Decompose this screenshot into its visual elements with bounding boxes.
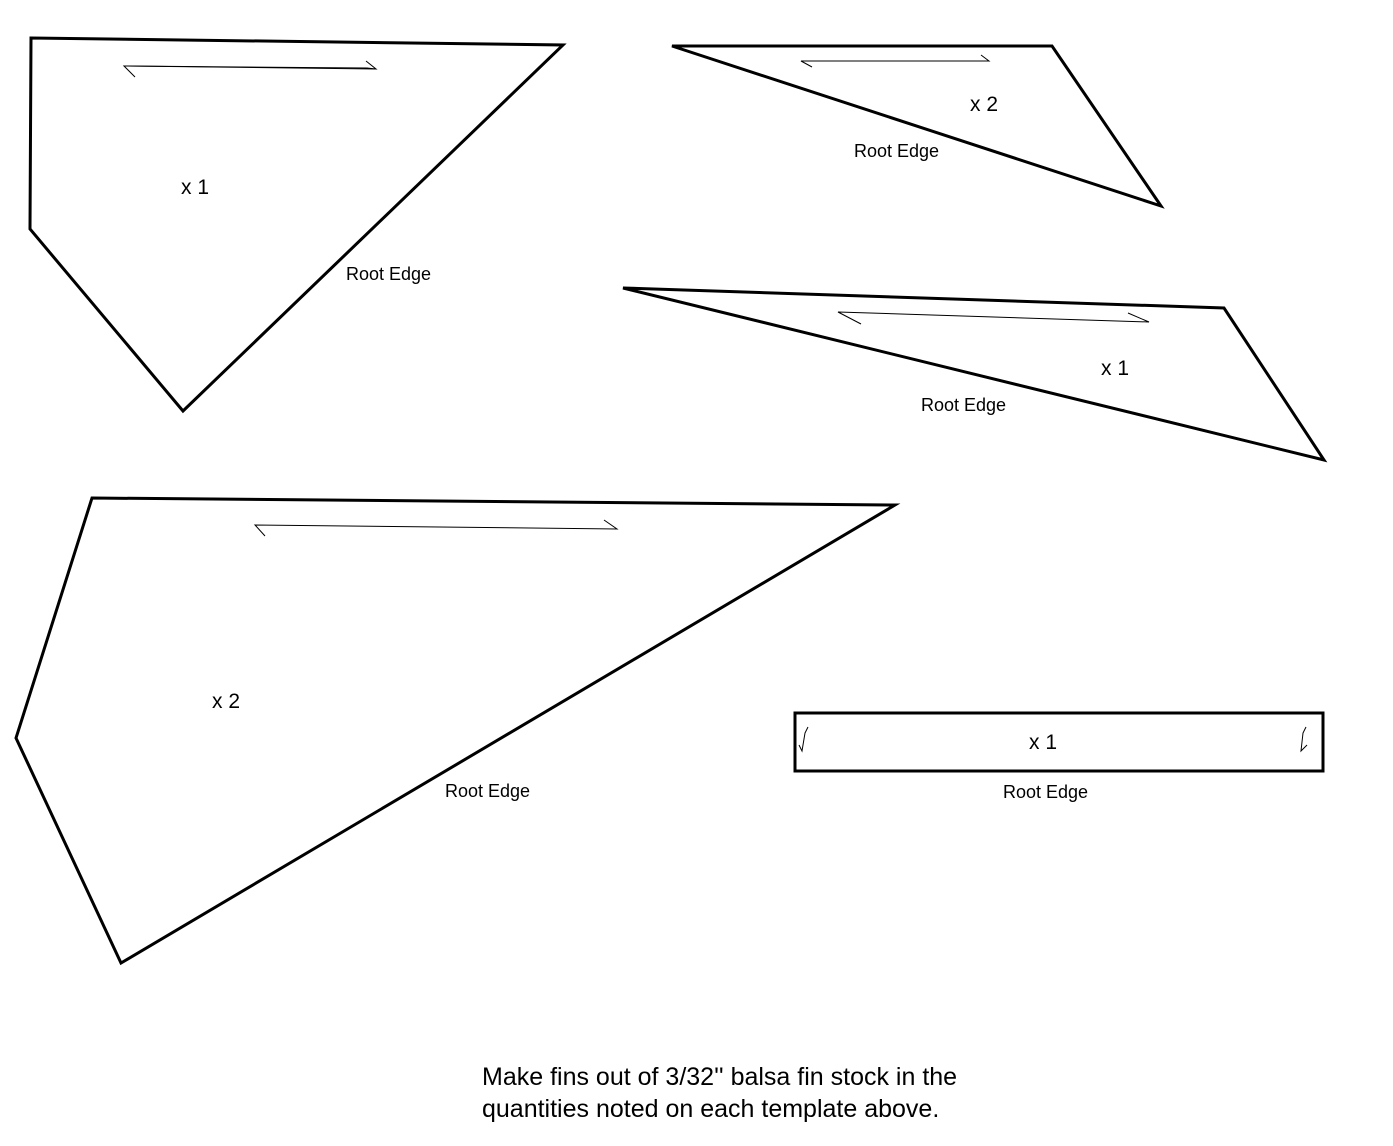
instructions-line-1: Make fins out of 3/32'' balsa fin stock …	[482, 1063, 958, 1091]
fin-d-quantity: x 2	[212, 690, 241, 713]
instructions-note: Make fins out of 3/32'' balsa fin stock …	[482, 1061, 957, 1125]
fin-a-root-edge-label: Root Edge	[346, 264, 432, 284]
fin-template-c-outline	[622, 286, 1328, 463]
fin-c-quantity: x 1	[1101, 357, 1130, 380]
fin-b-root-edge-label: Root Edge	[854, 141, 940, 161]
fin-template-a-grain-arrow	[122, 60, 378, 78]
fin-a-quantity: x 1	[181, 176, 210, 199]
fin-template-b-grain-arrow	[800, 54, 991, 68]
fin-e-quantity: x 1	[1029, 731, 1058, 754]
instructions-line-2: quantities noted on each template above.	[482, 1095, 940, 1123]
fin-d-root-edge-label: Root Edge	[445, 781, 531, 801]
fin-template-d-grain-arrow	[253, 519, 619, 537]
fin-e-root-edge-label: Root Edge	[1003, 782, 1089, 802]
fin-b-quantity: x 2	[970, 93, 999, 116]
fin-template-e-grain-arrow-left	[798, 726, 809, 753]
fin-template-a-outline	[28, 36, 567, 414]
fin-c-root-edge-label: Root Edge	[921, 395, 1007, 415]
fin-template-e-outline	[793, 711, 1325, 773]
fin-template-b-outline	[671, 44, 1165, 209]
fin-template-c-grain-arrow	[837, 311, 1150, 325]
fin-template-d-outline	[14, 496, 901, 966]
fin-template-e-grain-arrow-right	[1300, 726, 1308, 753]
